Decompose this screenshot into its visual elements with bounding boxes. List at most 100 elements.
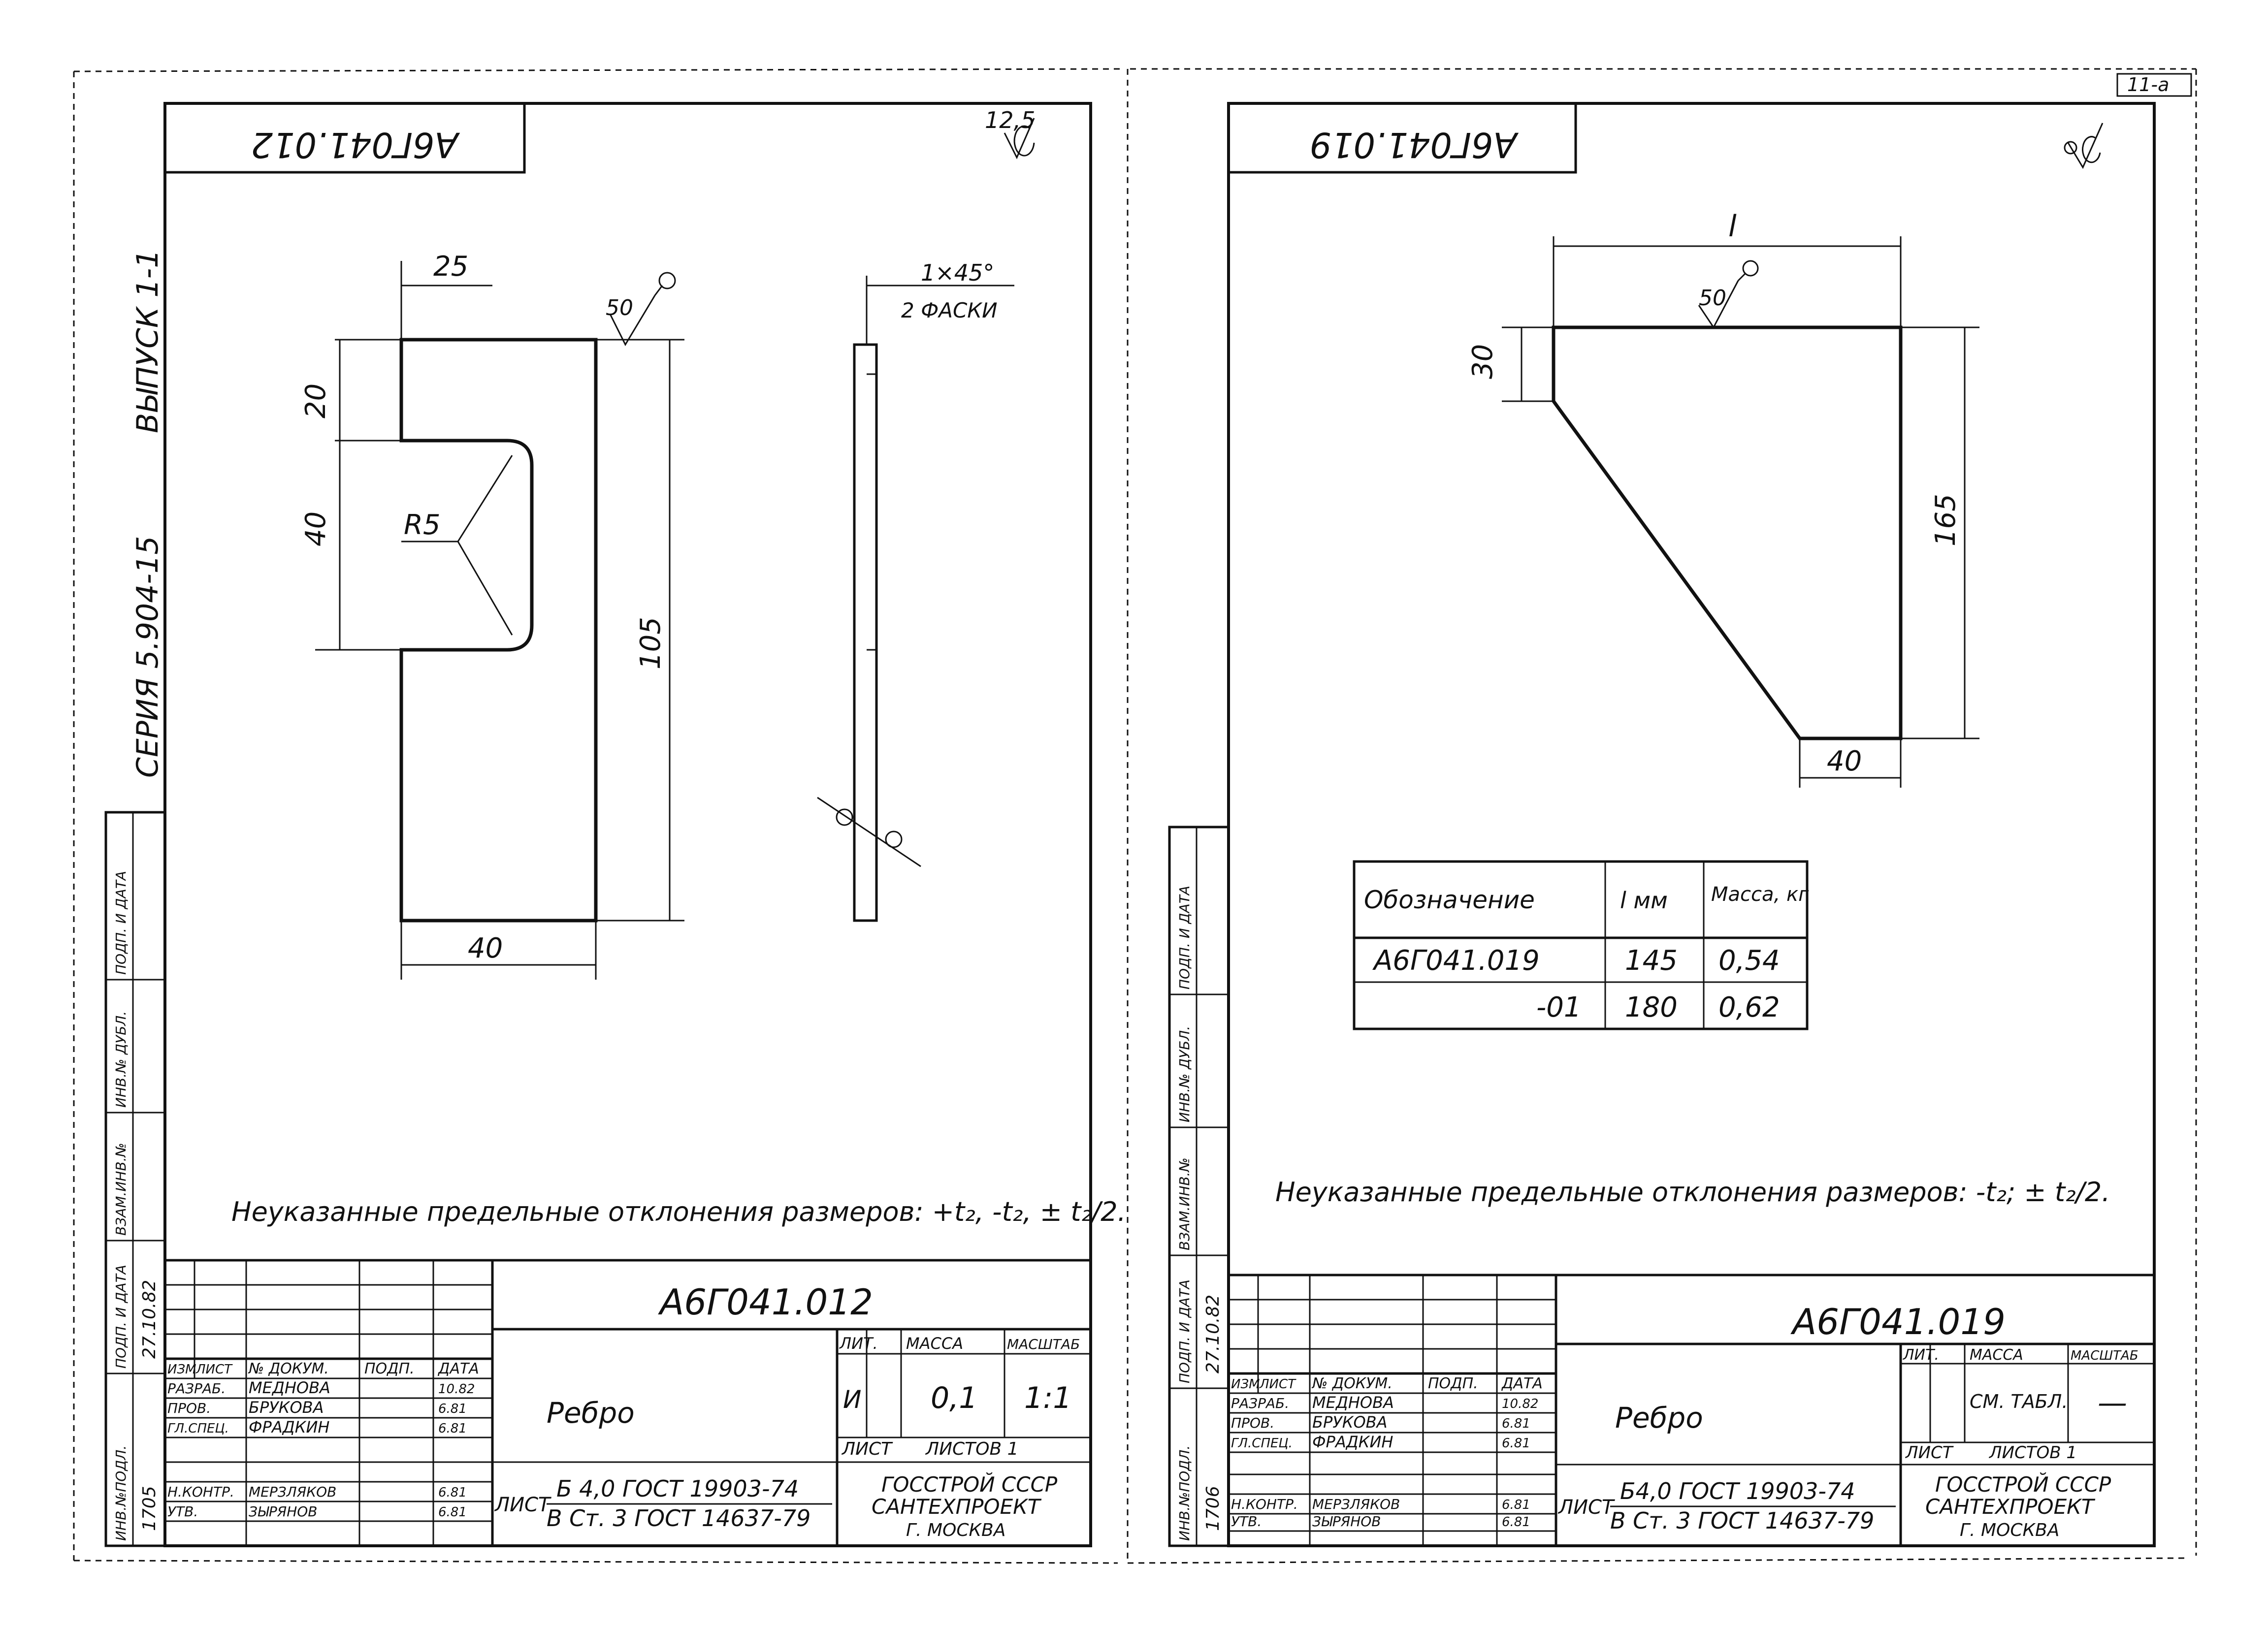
left-stamp-name-5: ЗЫРЯНОВ xyxy=(249,1503,318,1520)
left-title-block: А6Г041.012 Ребро ИЗМ ЛИСТ № ДОКУМ. ПОДП.… xyxy=(163,1259,1092,1547)
left-stamp-scale: 1:1 xyxy=(1024,1381,1072,1415)
right-weld-mark: 50 xyxy=(1698,260,1759,329)
left-stamp-role-3: ГЛ.СПЕЦ. xyxy=(167,1421,229,1436)
right-stamp-material-bottom: В Ст. 3 ГОСТ 14637-79 xyxy=(1610,1507,1874,1534)
left-dim-20-label: 20 xyxy=(300,383,332,418)
left-stamp-material-label: ЛИСТ xyxy=(494,1494,552,1516)
left-weld-mark: 50 xyxy=(606,272,676,347)
right-side-label-1: ИНВ.№ПОДЛ. xyxy=(1176,1445,1193,1541)
left-sheet-frame xyxy=(73,68,1123,1564)
right-note: Неуказанные предельные отклонения размер… xyxy=(1275,1177,2110,1208)
left-side-label-5: ПОДП. И ДАТА xyxy=(113,871,129,975)
left-radius-label: R5 xyxy=(404,509,441,541)
left-stamp-lit: ЛИТ. xyxy=(839,1334,878,1353)
left-dim-105-label: 105 xyxy=(635,617,667,670)
left-dim-105: 105 xyxy=(596,339,684,922)
table-header-designation: Обозначение xyxy=(1364,886,1535,914)
table-row-2-mass: 0,62 xyxy=(1718,991,1780,1023)
right-stamp-date-4: 6.81 xyxy=(1502,1498,1530,1512)
left-dim-40-bottom-label: 40 xyxy=(468,932,503,964)
series-text: СЕРИЯ 5.904-15 xyxy=(130,536,165,778)
left-stamp-org-3: Г. МОСКВА xyxy=(906,1520,1005,1540)
left-stamp-date-1: 10.82 xyxy=(438,1382,475,1397)
right-stamp-role-1: РАЗРАБ. xyxy=(1231,1395,1289,1411)
left-part-outline xyxy=(399,338,598,923)
left-stamp-hdr-3: № ДОКУМ. xyxy=(248,1360,329,1377)
right-dim-l-label: l xyxy=(1728,209,1737,244)
right-stamp-date-2: 6.81 xyxy=(1502,1416,1530,1431)
right-side-label-3: ВЗАМ.ИНВ.№ xyxy=(1176,1157,1193,1250)
left-dim-25-label: 25 xyxy=(433,251,468,283)
left-chamfer-top: 1×45° xyxy=(921,259,994,286)
right-stamp-date-5: 6.81 xyxy=(1502,1515,1530,1530)
left-stamp-date-2: 6.81 xyxy=(438,1402,467,1416)
left-stamp-date-3: 6.81 xyxy=(438,1421,467,1436)
right-stamp-org-3: Г. МОСКВА xyxy=(1960,1520,2059,1540)
left-stamp-name: Ребро xyxy=(547,1396,635,1430)
left-side-view: 1×45° 2 ФАСКИ xyxy=(817,259,1014,922)
right-stamp-role-5: УТВ. xyxy=(1231,1513,1262,1530)
right-stamp-code: А6Г041.019 xyxy=(1790,1301,2006,1342)
sheet-number: 11-а xyxy=(2127,74,2169,96)
right-stamp-role-4: Н.КОНТР. xyxy=(1231,1496,1298,1512)
left-stamp-hdr-4: ПОДП. xyxy=(364,1360,415,1377)
right-stamp-material-top: Б4,0 ГОСТ 19903-74 xyxy=(1620,1478,1855,1504)
right-dim-40-label: 40 xyxy=(1827,745,1862,777)
right-side-label-5: ПОДП. И ДАТА xyxy=(1176,886,1193,990)
right-dim-165: 165 xyxy=(1901,326,1979,739)
left-stamp-scale-label: МАСШТАБ xyxy=(1007,1336,1080,1352)
right-stamp-name-3: ФРАДКИН xyxy=(1312,1433,1393,1451)
left-dim-20-40: 20 40 R5 xyxy=(300,339,441,651)
table-header-l: l мм xyxy=(1620,887,1668,914)
right-title-block: А6Г041.019 Ребро ИЗМ ЛИСТ № ДОКУМ. ПОДП.… xyxy=(1227,1274,2156,1547)
left-stamp-role-1: РАЗРАБ. xyxy=(167,1380,226,1397)
right-stamp-role-3: ГЛ.СПЕЦ. xyxy=(1231,1436,1293,1451)
left-dim-40-bottom: 40 xyxy=(400,921,597,980)
left-stamp-role-2: ПРОВ. xyxy=(167,1400,211,1416)
left-stamp-code: А6Г041.012 xyxy=(658,1281,873,1323)
right-side-num: 1706 xyxy=(1203,1486,1223,1531)
right-dim-l: l xyxy=(1553,209,1902,327)
left-stamp-mass-label: МАССА xyxy=(906,1334,963,1353)
left-weld-label: 50 xyxy=(606,295,633,320)
left-stamp-hdr-5: ДАТА xyxy=(437,1360,479,1377)
left-stamp-material-bottom: В Ст. 3 ГОСТ 14637-79 xyxy=(547,1505,810,1532)
right-part-outline xyxy=(1552,325,1903,740)
right-stamp-hdr-3: № ДОКУМ. xyxy=(1311,1375,1393,1392)
left-dim-25: 25 xyxy=(400,251,492,340)
right-stamp-hdr-2: ЛИСТ xyxy=(1259,1377,1296,1392)
left-stamp-role-4: Н.КОНТР. xyxy=(167,1484,234,1500)
table-row-1-designation: А6Г041.019 xyxy=(1372,945,1540,977)
left-stamp-mass: 0,1 xyxy=(931,1381,977,1415)
left-roughness-mark: 12,5 xyxy=(985,107,1035,160)
left-stamp-hdr-1: ИЗМ xyxy=(167,1362,196,1377)
right-top-code-box: А6Г041.019 xyxy=(1229,103,1577,174)
right-stamp-name-2: БРУКОВА xyxy=(1312,1413,1388,1432)
right-stamp-role-2: ПРОВ. xyxy=(1231,1415,1274,1431)
right-stamp-hdr-5: ДАТА xyxy=(1501,1375,1543,1392)
left-stamp-org-2: САНТЕХПРОЕКТ xyxy=(872,1495,1042,1519)
table-row-1-l: 145 xyxy=(1625,945,1678,977)
left-stamp-name-2: БРУКОВА xyxy=(249,1398,324,1417)
right-stamp-sheets-label: ЛИСТОВ 1 xyxy=(1988,1443,2077,1463)
left-roughness-value: 12,5 xyxy=(985,107,1035,133)
right-dim-40: 40 xyxy=(1799,738,1902,788)
left-stamp-material-top: Б 4,0 ГОСТ 19903-74 xyxy=(556,1475,799,1502)
left-side-stamp: ИНВ.№ПОДЛ. ПОДП. И ДАТА ВЗАМ.ИНВ.№ ИНВ.№… xyxy=(104,811,166,1547)
right-stamp-hdr-4: ПОДП. xyxy=(1428,1375,1478,1392)
right-dim-30: 30 xyxy=(1467,326,1554,402)
table-row-1-mass: 0,54 xyxy=(1718,945,1780,977)
right-stamp-mass-value: СМ. ТАБЛ. xyxy=(1970,1391,2068,1412)
left-side-date: 27.10.82 xyxy=(139,1280,160,1359)
right-stamp-scale: — xyxy=(2098,1386,2127,1420)
right-dim-165-label: 165 xyxy=(1930,494,1962,546)
right-stamp-material-label: ЛИСТ xyxy=(1557,1496,1616,1519)
left-stamp-sheet-label: ЛИСТ xyxy=(841,1439,893,1459)
vypusk-text: ВЫПУСК 1-1 xyxy=(130,249,165,433)
right-dim-30-label: 30 xyxy=(1467,344,1499,379)
right-side-date: 27.10.82 xyxy=(1203,1295,1223,1373)
left-stamp-org-1: ГОССТРОЙ СССР xyxy=(881,1472,1058,1497)
right-side-label-4: ИНВ.№ ДУБЛ. xyxy=(1176,1026,1193,1122)
